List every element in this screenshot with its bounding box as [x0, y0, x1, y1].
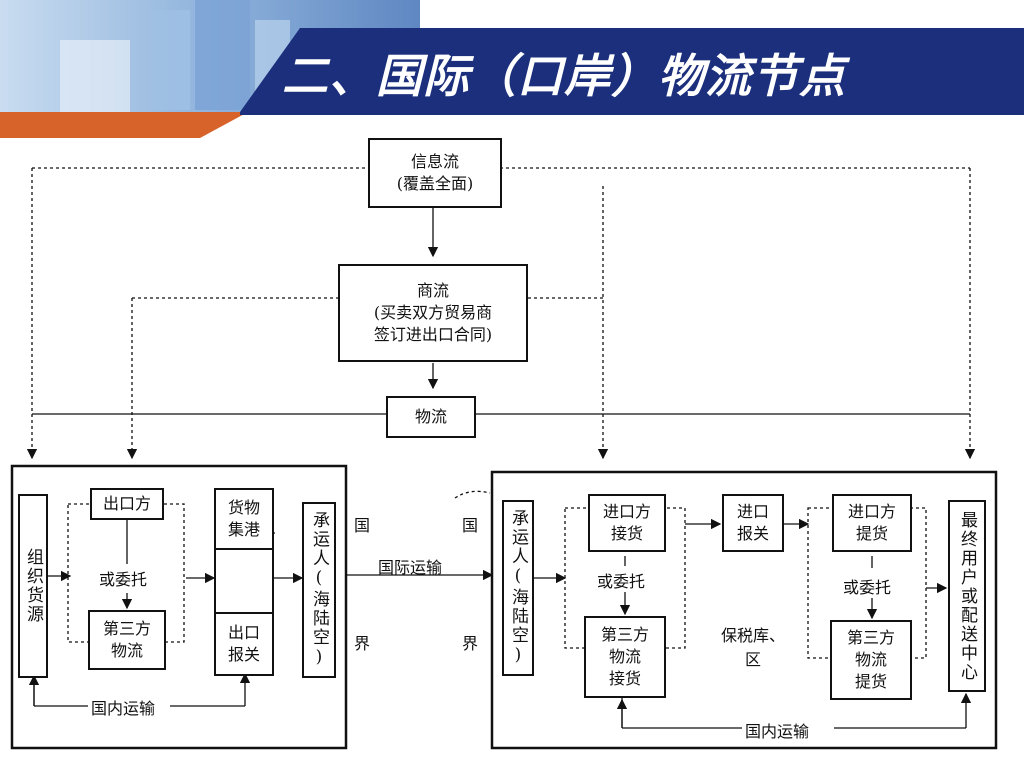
slide-header: 二、国际（口岸）物流节点: [0, 0, 1024, 138]
third-party-receive-box: 第三方 物流 接货: [584, 616, 666, 698]
import-or-entrust-label: 或委托: [594, 568, 649, 592]
import-or-entrust-label-2: 或委托: [840, 574, 895, 598]
border-left-top: 国: [354, 516, 371, 535]
third-party-label: 第三方: [102, 619, 151, 638]
export-customs-label-1: 出口: [227, 623, 260, 642]
third-party-logistics-box: 第三方 物流: [88, 610, 166, 670]
end-user-label: 最终用户或配送中心: [957, 510, 977, 682]
import-carrier-label: 承运人(海陆空): [508, 509, 528, 667]
exporter-label: 出口方: [102, 494, 151, 513]
stack-gap-cell: [216, 550, 272, 614]
third-party-pickup-label-2: 物流: [854, 650, 887, 669]
title-band: [240, 28, 1024, 112]
port-collect-label-1: 货物: [227, 498, 260, 517]
logistics-flow-label: 物流: [414, 407, 447, 426]
port-collect-label-2: 集港: [227, 520, 260, 539]
orange-accent: [0, 112, 248, 138]
commerce-flow-box: 商流 (买卖双方贸易商 签订进出口合同): [338, 264, 528, 362]
third-party-receive-label-1: 第三方: [600, 625, 649, 644]
export-domestic-transport-label: 国内运输: [88, 695, 159, 719]
export-carrier-label: 承运人(海陆空): [309, 511, 329, 669]
commerce-flow-note-1: (买卖双方贸易商: [373, 303, 493, 322]
third-party-pickup-label-1: 第三方: [846, 628, 895, 647]
info-flow-note: (覆盖全面): [396, 174, 474, 193]
goods-source-box: 组织货源: [18, 494, 48, 678]
end-user-box: 最终用户或配送中心: [948, 500, 986, 692]
international-transport-label: 国际运输: [378, 558, 443, 577]
commerce-flow-note-2: 签订进出口合同): [373, 325, 493, 344]
info-flow-label: 信息流: [410, 152, 459, 171]
port-collect-cell: 货物 集港: [216, 490, 272, 550]
goods-source-label: 组织货源: [23, 548, 43, 624]
importer-receive-box: 进口方 接货: [588, 494, 666, 552]
import-domestic-transport-label: 国内运输: [742, 718, 813, 742]
bonded-area-label: 保税库、区: [720, 626, 785, 669]
logistics-node-diagram: 信息流 (覆盖全面) 商流 (买卖双方贸易商 签订进出口合同) 物流 组织货源 …: [0, 138, 1024, 768]
border-right-top: 国: [462, 516, 479, 535]
importer-label-1: 进口方: [602, 502, 651, 521]
commerce-flow-label: 商流: [416, 281, 449, 300]
border-left-bottom: 界: [354, 634, 371, 653]
slide-title: 二、国际（口岸）物流节点: [282, 49, 846, 103]
importer-pickup-label-1: 进口方: [847, 502, 896, 521]
export-region-frame: [10, 464, 348, 750]
port-customs-stack: 货物 集港 出口 报关: [214, 488, 274, 676]
import-customs-label-1: 进口: [736, 502, 769, 521]
info-flow-box: 信息流 (覆盖全面): [368, 138, 502, 208]
third-party-pickup-label-3: 提货: [854, 672, 887, 691]
header-banner: [0, 0, 1024, 138]
export-customs-label-2: 报关: [227, 645, 260, 664]
third-party-receive-label-2: 物流: [608, 647, 641, 666]
import-carrier-box: 承运人(海陆空): [502, 500, 534, 676]
third-party-label-2: 物流: [110, 641, 143, 660]
border-right-bottom: 界: [462, 634, 479, 653]
importer-label-2: 接货: [610, 524, 643, 543]
export-customs-cell: 出口 报关: [216, 614, 272, 674]
or-entrust-label: 或委托: [96, 566, 151, 590]
exporter-box: 出口方: [90, 488, 164, 520]
third-party-pickup-box: 第三方 物流 提货: [830, 620, 912, 700]
logistics-flow-box: 物流: [386, 396, 476, 438]
import-customs-box: 进口 报关: [722, 494, 784, 552]
importer-pickup-box: 进口方 提货: [832, 494, 912, 552]
importer-pickup-label-2: 提货: [855, 524, 888, 543]
export-carrier-box: 承运人(海陆空): [302, 502, 336, 678]
import-customs-label-2: 报关: [736, 524, 769, 543]
third-party-receive-label-3: 接货: [608, 669, 641, 688]
import-region-frame: [490, 470, 998, 750]
